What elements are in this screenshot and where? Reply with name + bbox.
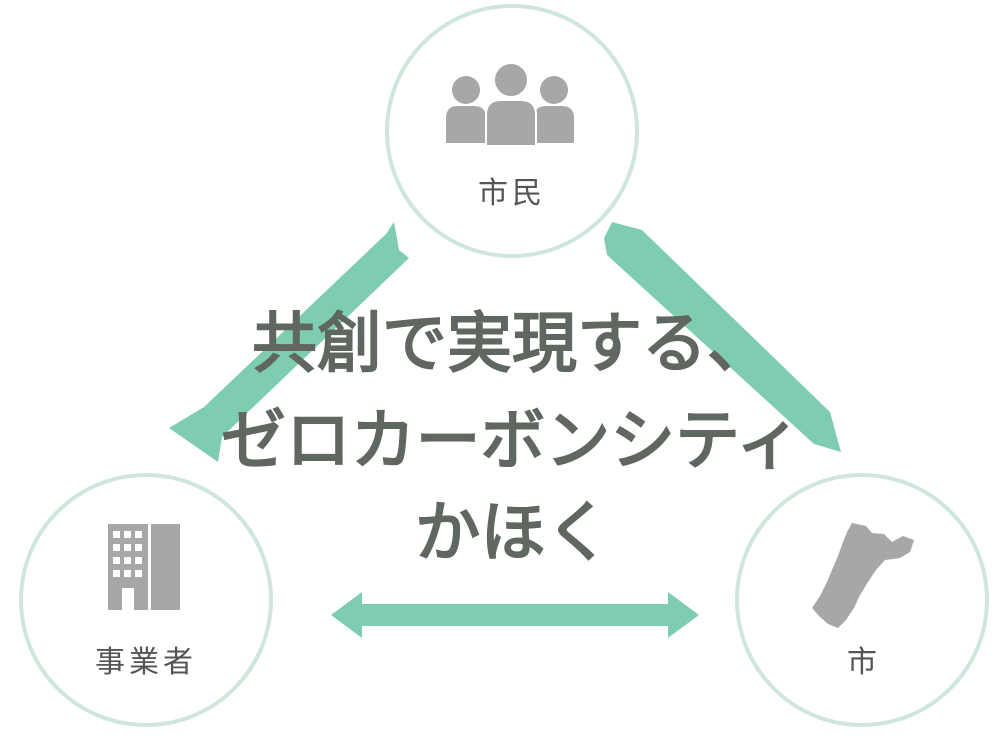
arrow-citizens-businesses bbox=[169, 222, 409, 462]
arrow-citizens-city bbox=[604, 222, 841, 452]
people-icon bbox=[446, 62, 574, 147]
headline-line-1: 共創で実現する、 bbox=[252, 305, 772, 382]
node-label-city: 市 bbox=[847, 645, 881, 680]
city-map-icon bbox=[812, 523, 914, 628]
office-building-icon bbox=[108, 524, 180, 610]
node-label-businesses: 事業者 bbox=[95, 645, 197, 680]
headline-line-2: ゼロカーボンシティ bbox=[221, 402, 801, 479]
node-circle-city bbox=[735, 473, 989, 727]
node-label-citizens: 市民 bbox=[478, 176, 546, 211]
arrow-businesses-city bbox=[331, 592, 699, 638]
headline-line-3: かほく bbox=[415, 494, 611, 571]
